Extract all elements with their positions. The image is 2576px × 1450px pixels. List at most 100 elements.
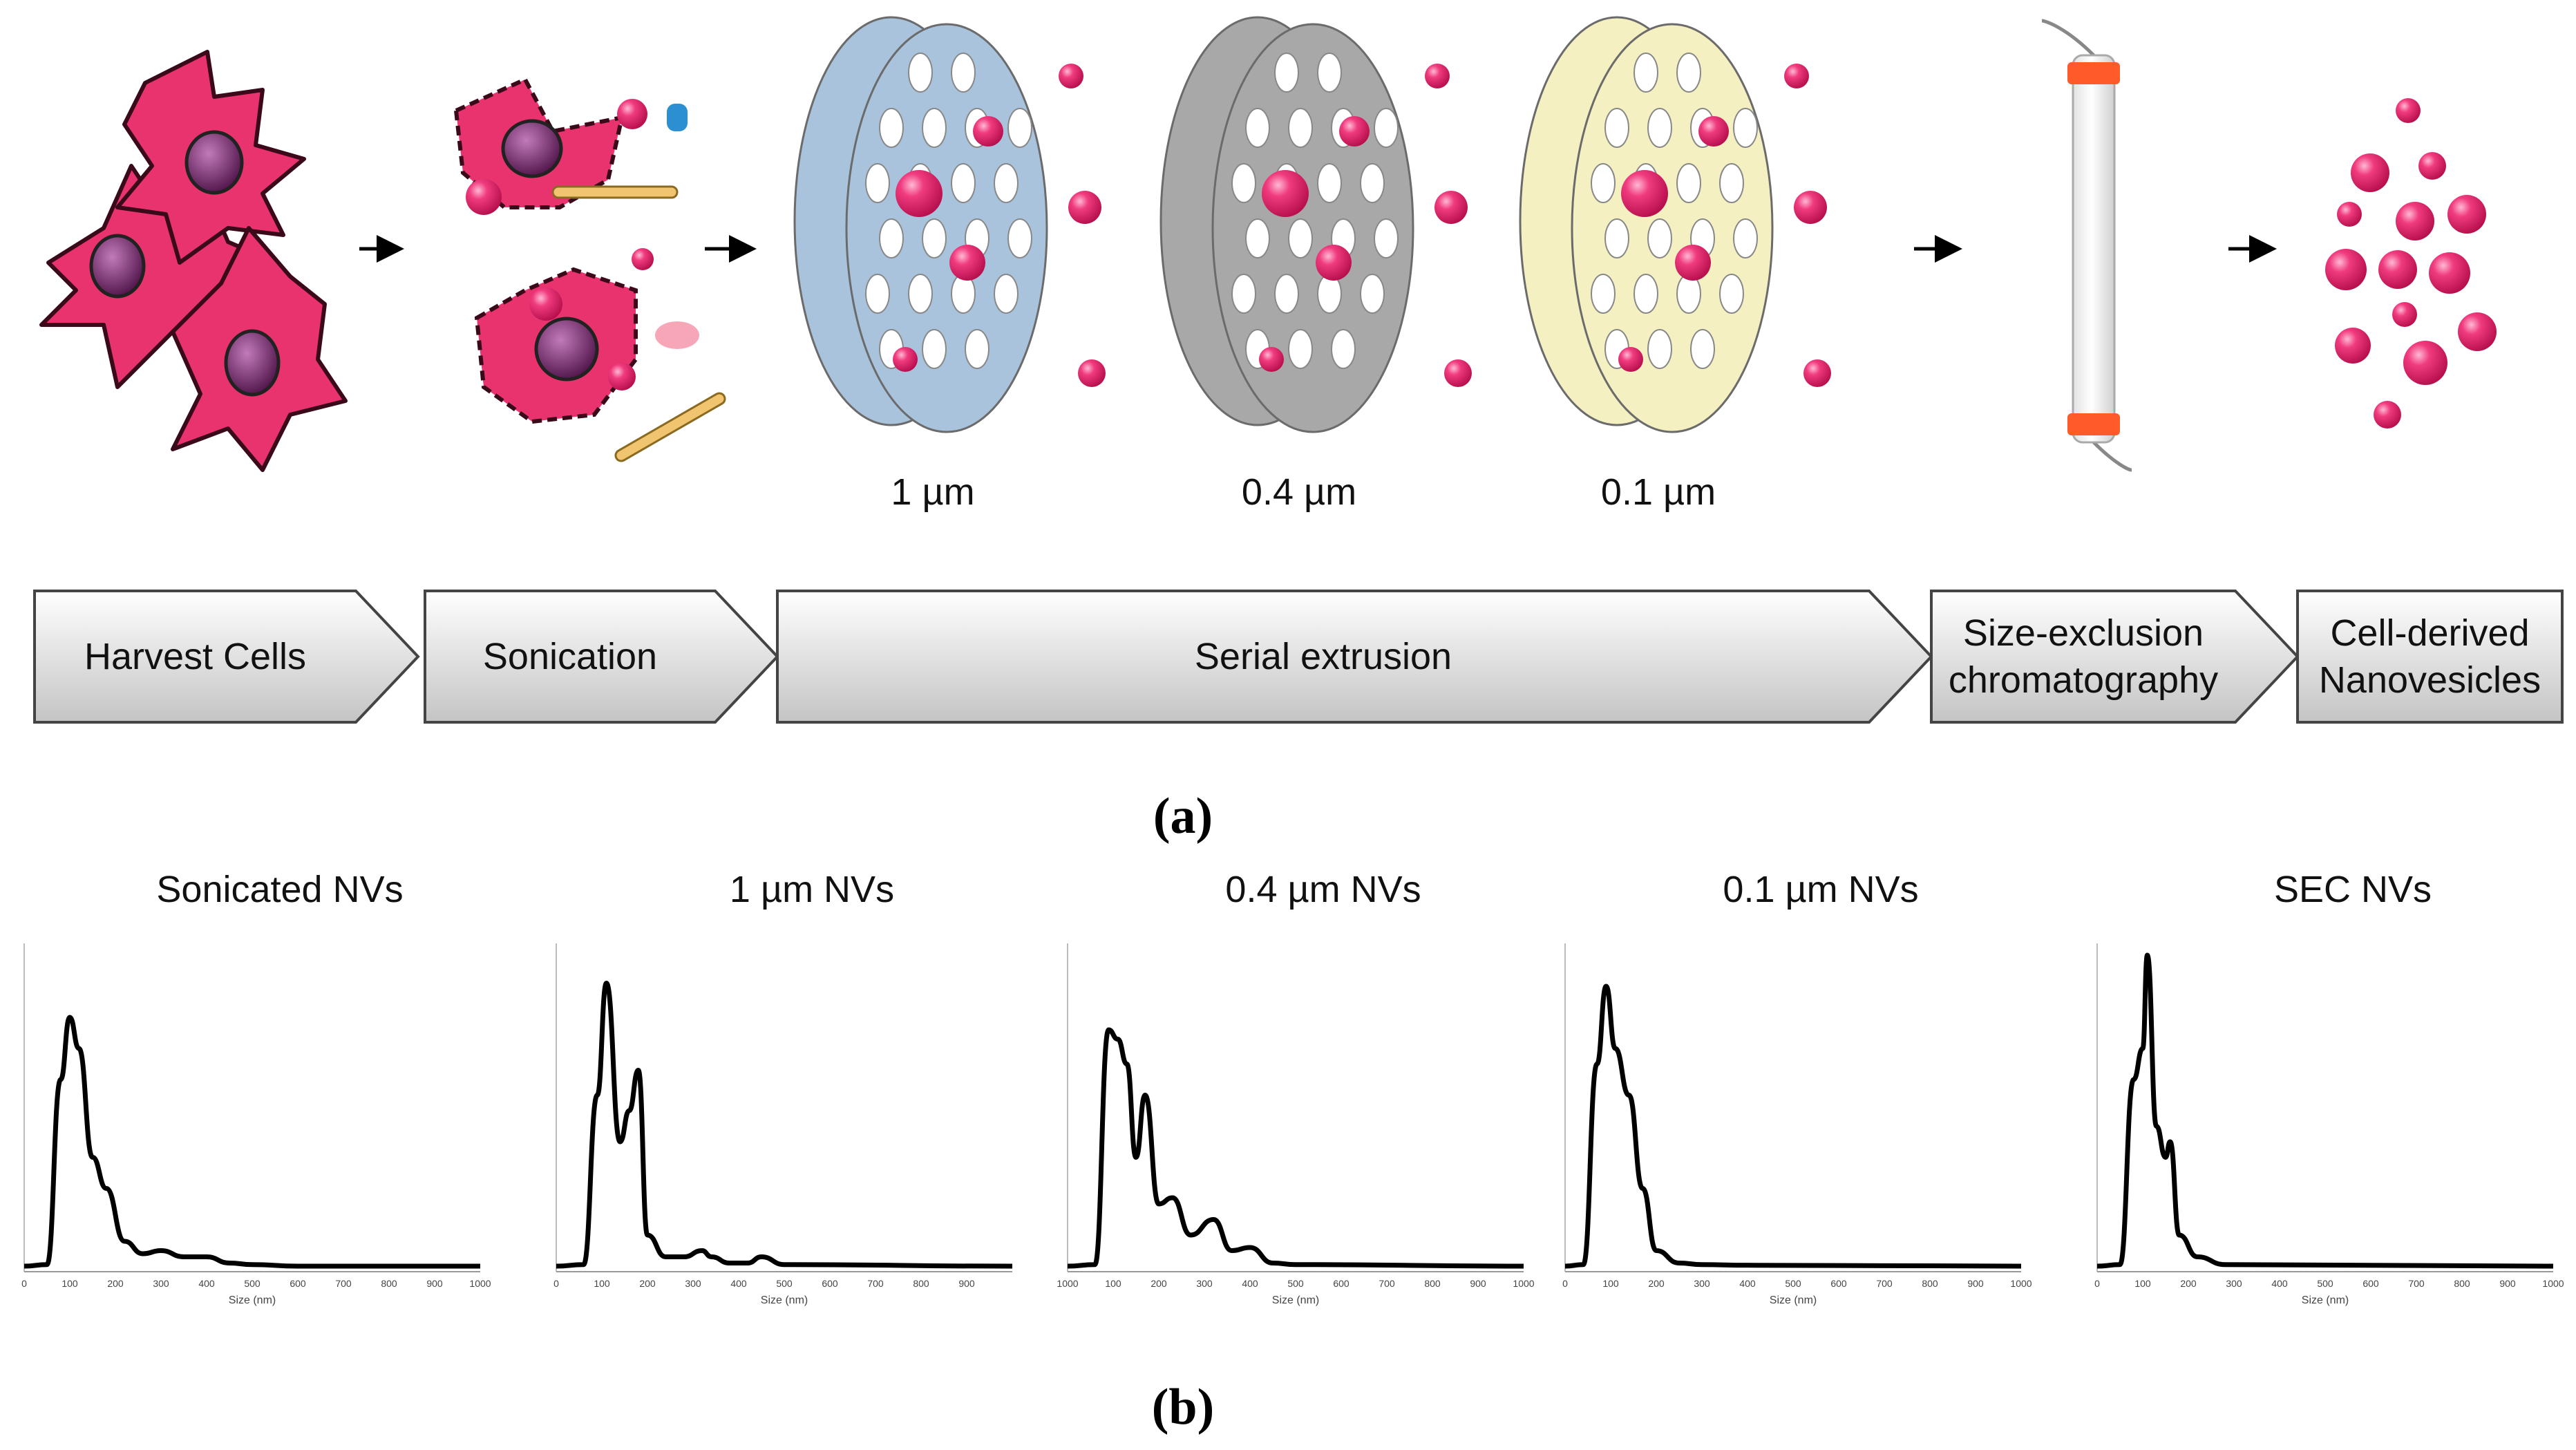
protein-fragment xyxy=(655,321,699,349)
x-tick-label: 300 xyxy=(153,1278,169,1289)
vesicle xyxy=(1078,359,1106,387)
process-step: Harvest Cells xyxy=(33,590,420,724)
x-tick-label: 500 xyxy=(244,1278,261,1289)
x-tick-label: 400 xyxy=(198,1278,215,1289)
vesicle xyxy=(1618,347,1643,372)
x-axis-label: Size (nm) xyxy=(229,1294,276,1306)
vesicle xyxy=(2335,328,2371,364)
filter-pore xyxy=(922,218,947,258)
vesicle xyxy=(1794,191,1827,224)
filter-pore xyxy=(1374,108,1399,148)
x-tick-label: 800 xyxy=(1922,1278,1938,1289)
vesicle xyxy=(2374,401,2401,429)
x-tick-label: 700 xyxy=(1876,1278,1893,1289)
filter-pore xyxy=(1647,329,1672,369)
process-step: Serial extrusion xyxy=(776,590,1933,724)
x-tick-label: 700 xyxy=(2408,1278,2425,1289)
x-tick-label: 400 xyxy=(730,1278,747,1289)
filter-pore xyxy=(1360,274,1385,314)
filter-pore xyxy=(1245,108,1270,148)
protein-fragment xyxy=(667,104,688,131)
filter-pore xyxy=(1633,53,1658,93)
filter-pore xyxy=(1007,108,1032,148)
filter-pore xyxy=(1676,53,1701,93)
distribution-line xyxy=(1067,1027,1524,1269)
vesicle xyxy=(1698,116,1729,147)
x-tick-label: 1000 xyxy=(2542,1278,2564,1289)
x-tick-label: 300 xyxy=(685,1278,701,1289)
filter-pore xyxy=(1288,108,1313,148)
chart-title: 0.4 µm NVs xyxy=(1225,869,1421,910)
x-tick-label: 500 xyxy=(776,1278,793,1289)
step-label: Harvest Cells xyxy=(84,636,306,677)
filter-pore xyxy=(879,218,904,258)
step-chevron xyxy=(424,590,779,724)
column-tubing xyxy=(2041,19,2095,57)
filter-pore xyxy=(1317,163,1342,203)
vesicle xyxy=(1425,64,1450,88)
vesicle xyxy=(466,179,502,215)
x-tick-label: 800 xyxy=(381,1278,397,1289)
x-tick-label: 600 xyxy=(290,1278,306,1289)
filter-pore xyxy=(1591,274,1616,314)
filter-pore xyxy=(1591,163,1616,203)
x-axis-label: Size (nm) xyxy=(1770,1294,1817,1306)
step-chevron xyxy=(1930,590,2300,724)
x-tick-label: 200 xyxy=(1150,1278,1167,1289)
vesicle xyxy=(1068,191,1101,224)
x-axis-label: Size (nm) xyxy=(1272,1294,1319,1306)
nucleus xyxy=(534,317,599,382)
x-tick-label: 200 xyxy=(107,1278,124,1289)
panel-label-a: (a) xyxy=(1153,788,1213,845)
vesicle xyxy=(2458,312,2497,351)
harvest-cells-illustration xyxy=(39,50,348,472)
membrane-protein xyxy=(614,392,726,462)
chart-title: 1 µm NVs xyxy=(730,869,894,910)
x-tick-label: 200 xyxy=(639,1278,656,1289)
filter-pore xyxy=(1231,163,1256,203)
process-steps: Harvest Cells Sonication Serial extrusion S… xyxy=(33,590,2564,724)
membrane-protein xyxy=(551,185,679,199)
filter-pore xyxy=(951,274,976,314)
vesicle xyxy=(2396,202,2434,241)
filter-pore xyxy=(1647,218,1672,258)
x-tick-label: 100 xyxy=(1602,1278,1619,1289)
x-tick-label: 900 xyxy=(426,1278,443,1289)
vesicle xyxy=(2392,302,2417,327)
filter-pore xyxy=(1288,329,1313,369)
x-tick-label: 600 xyxy=(2362,1278,2379,1289)
step-chevron xyxy=(33,590,420,724)
filter-membrane: 1 µm xyxy=(793,16,1106,513)
x-tick-label: 500 xyxy=(1287,1278,1304,1289)
x-tick-label: 100 xyxy=(1105,1278,1121,1289)
vesicle xyxy=(1259,347,1284,372)
x-tick-label: 400 xyxy=(1739,1278,1756,1289)
x-tick-label: 800 xyxy=(913,1278,929,1289)
vesicle xyxy=(2403,341,2447,385)
filter-pore xyxy=(994,274,1019,314)
filter-pore xyxy=(1633,274,1658,314)
filter-pore xyxy=(922,329,947,369)
filter-pore xyxy=(994,163,1019,203)
filter-pore xyxy=(1719,163,1744,203)
step-label: Serial extrusion xyxy=(1195,636,1452,677)
x-tick-label: 700 xyxy=(1379,1278,1395,1289)
x-tick-label: 600 xyxy=(822,1278,838,1289)
vesicle xyxy=(949,245,985,281)
x-tick-label: 100 xyxy=(2134,1278,2151,1289)
x-tick-label: 900 xyxy=(2499,1278,2516,1289)
vesicle xyxy=(1675,245,1711,281)
filter-pore-size-label: 1 µm xyxy=(891,471,974,513)
process-step: Sonication xyxy=(424,590,779,724)
column-cap xyxy=(2067,62,2120,84)
filter-pore-size-label: 0.1 µm xyxy=(1601,471,1716,513)
vesicle xyxy=(893,347,918,372)
